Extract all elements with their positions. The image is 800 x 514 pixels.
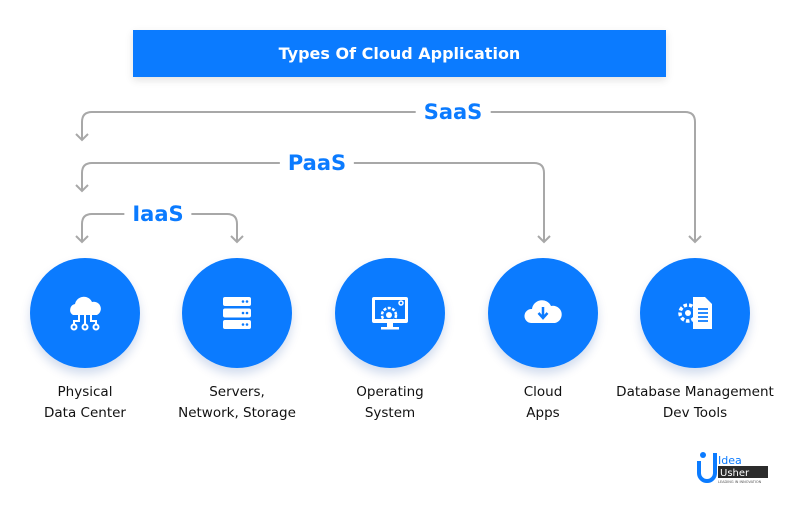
paas-arrow-left: [75, 184, 89, 193]
tier-label-iaas: IaaS: [124, 202, 192, 226]
svg-text:LEADING IN INNOVATION: LEADING IN INNOVATION: [718, 480, 762, 484]
label-line: Dev Tools: [662, 405, 728, 421]
operating-system-node: [335, 258, 445, 368]
label-line: Physical: [57, 384, 113, 400]
monitor-gear-icon: [372, 297, 408, 330]
tier-label-paas: PaaS: [279, 151, 355, 175]
cloud-download-icon: [524, 300, 562, 323]
cloud-network-icon: [70, 296, 101, 331]
label-line: Apps: [526, 405, 560, 421]
diagram-title: Types Of Cloud Application: [133, 30, 666, 77]
cloud-apps-node: [488, 258, 598, 368]
server-stack-icon: [223, 297, 251, 329]
label-line: Data Center: [44, 405, 126, 421]
svg-text:Idea: Idea: [718, 454, 742, 467]
saas-connector: [81, 111, 696, 242]
label-line: Network, Storage: [178, 405, 296, 421]
saas-arrow-right: [688, 235, 702, 244]
document-gear-icon: [678, 297, 712, 329]
paas-arrow-right: [537, 235, 551, 244]
label-line: Servers,: [209, 384, 265, 400]
physical-data-center-node: [30, 258, 140, 368]
iaas-arrow-left: [75, 235, 89, 244]
idea-usher-logo: Idea Usher LEADING IN INNOVATION: [697, 452, 768, 484]
label-line: Operating: [356, 384, 424, 400]
servers-node: [182, 258, 292, 368]
label-servers: Servers, Network, Storage: [137, 382, 337, 424]
label-line: Database Management: [616, 384, 774, 400]
svg-text:Usher: Usher: [720, 468, 750, 479]
label-line: System: [364, 405, 416, 421]
database-devtools-node: [640, 258, 750, 368]
tier-label-saas: SaaS: [415, 100, 491, 124]
iaas-arrow-right: [230, 235, 244, 244]
saas-arrow-left: [75, 133, 89, 142]
label-line: Cloud: [523, 384, 563, 400]
